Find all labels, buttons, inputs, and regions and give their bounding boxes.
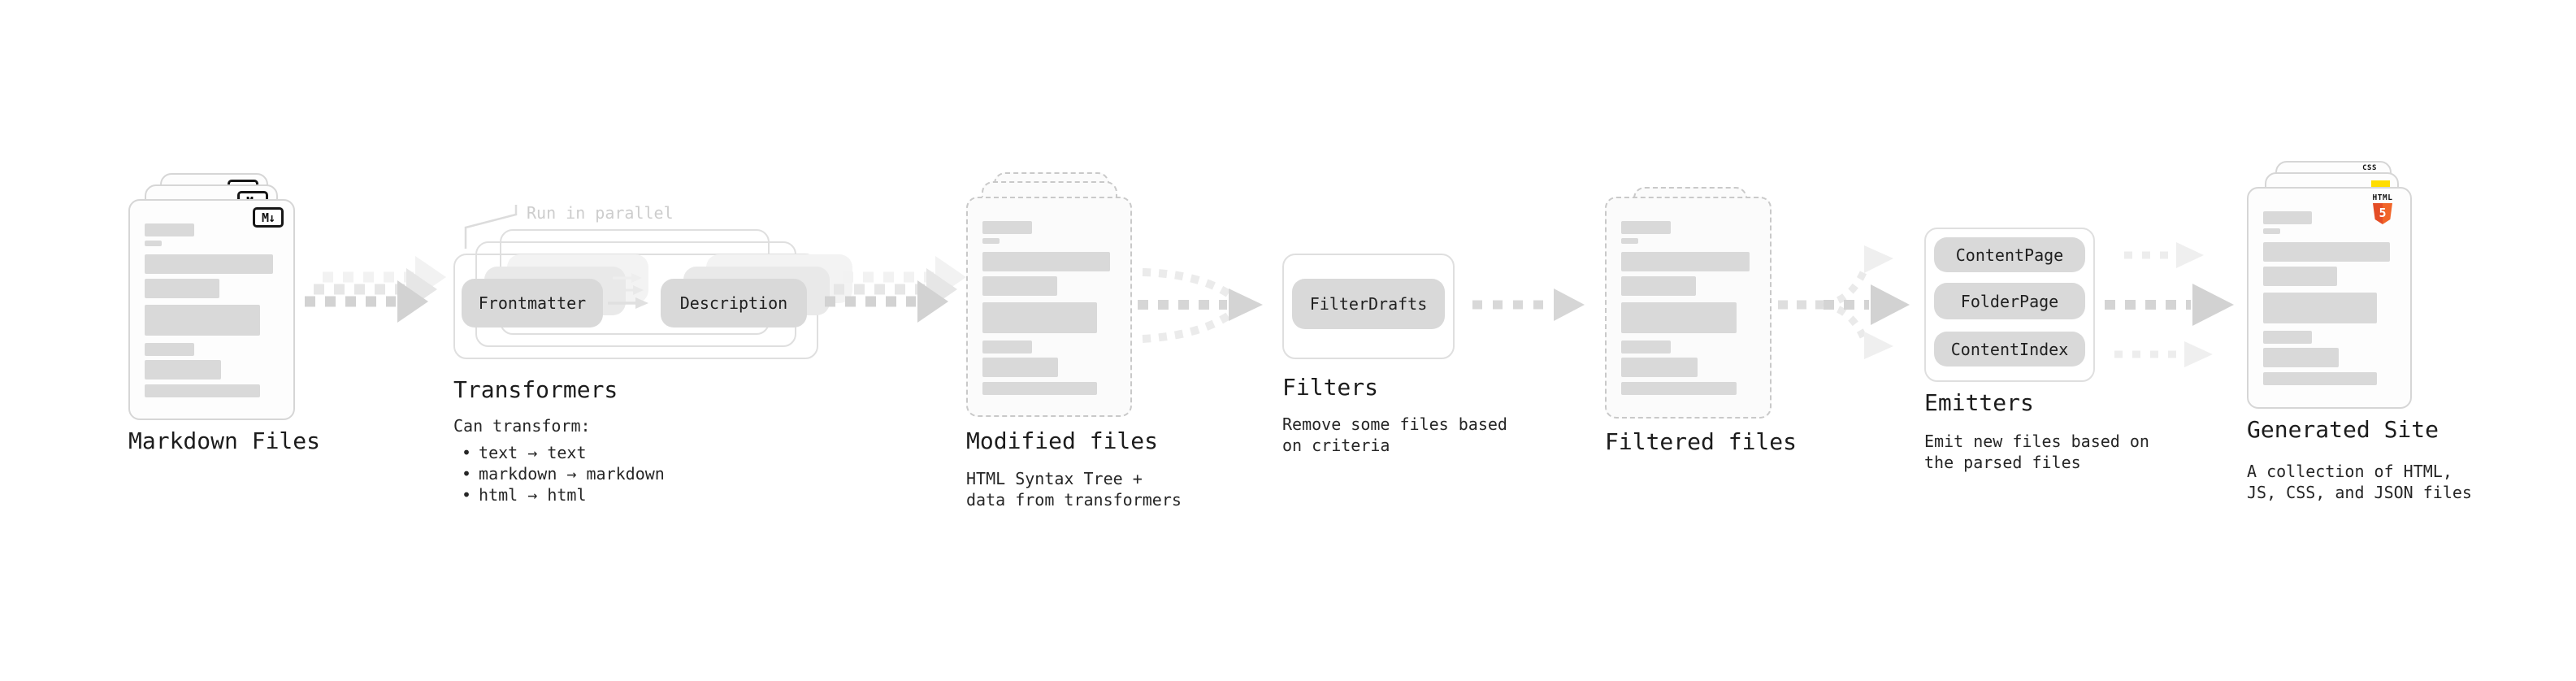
arrow-filtered-to-emitters	[1778, 245, 1910, 359]
stage-label-generated-site: Generated Site	[2247, 416, 2439, 443]
modified-files-desc: HTML Syntax Tree + data from transformer…	[966, 469, 1182, 510]
annotation-connector-line	[464, 205, 518, 249]
transformers-bullet-list: • text → text • markdown → markdown • ht…	[453, 442, 665, 505]
filters-container	[1282, 254, 1455, 359]
generated-site-desc: A collection of HTML, JS, CSS, and JSON …	[2247, 462, 2472, 502]
doc-content-lines	[145, 223, 279, 397]
contentindex-pill: ContentIndex	[1934, 332, 2085, 367]
arrow-transformers-to-modified	[825, 256, 966, 323]
stage-label-modified-files: Modified files	[966, 427, 1159, 454]
doc-content-lines	[982, 221, 1116, 395]
folderpage-pill: FolderPage	[1934, 283, 2085, 319]
doc-content-lines	[2263, 211, 2396, 385]
modified-file-card-front	[966, 197, 1132, 417]
bullet-item: • text → text	[453, 442, 665, 463]
emitters-desc: Emit new files based on the parsed files	[1924, 432, 2149, 472]
markdown-icon: M↓	[253, 207, 284, 228]
filtered-file-card-front	[1605, 197, 1772, 419]
contentpage-pill: ContentPage	[1934, 237, 2085, 272]
run-in-parallel-annotation: Run in parallel	[527, 203, 674, 223]
bullet-item: • markdown → markdown	[453, 463, 665, 484]
parallel-flow-arrows	[608, 273, 648, 309]
html5-logo: HTML 5	[2365, 194, 2400, 224]
bullet-dot: •	[462, 485, 472, 505]
generated-file-card-html: HTML 5	[2247, 187, 2412, 409]
bullet-text: markdown → markdown	[479, 464, 665, 484]
stage-label-emitters: Emitters	[1924, 389, 2034, 416]
bullet-text: html → html	[479, 485, 587, 505]
filters-desc: Remove some files based on criteria	[1282, 414, 1507, 455]
arrow-modified-to-filters	[1138, 268, 1263, 343]
bullet-dot: •	[462, 464, 472, 484]
stage-label-markdown-files: Markdown Files	[128, 427, 321, 454]
doc-content-lines	[1621, 221, 1755, 395]
arrow-markdown-to-transformers	[305, 256, 446, 323]
arrow-emitters-to-generated	[2105, 242, 2234, 367]
markdown-file-card-front: M↓	[128, 199, 295, 420]
bullet-item: • html → html	[453, 484, 665, 505]
stage-label-filtered-files: Filtered files	[1605, 428, 1798, 455]
frontmatter-pill: Frontmatter	[462, 279, 603, 327]
transformers-desc-title: Can transform:	[453, 416, 591, 436]
bullet-dot: •	[462, 443, 472, 462]
description-pill: Description	[661, 279, 807, 327]
arrow-filters-to-filtered	[1472, 288, 1585, 321]
stage-label-filters: Filters	[1282, 374, 1379, 401]
bullet-text: text → text	[479, 443, 587, 462]
filterdrafts-pill: FilterDrafts	[1292, 279, 1445, 329]
stage-label-transformers: Transformers	[453, 376, 618, 403]
emitters-container	[1924, 228, 2095, 382]
